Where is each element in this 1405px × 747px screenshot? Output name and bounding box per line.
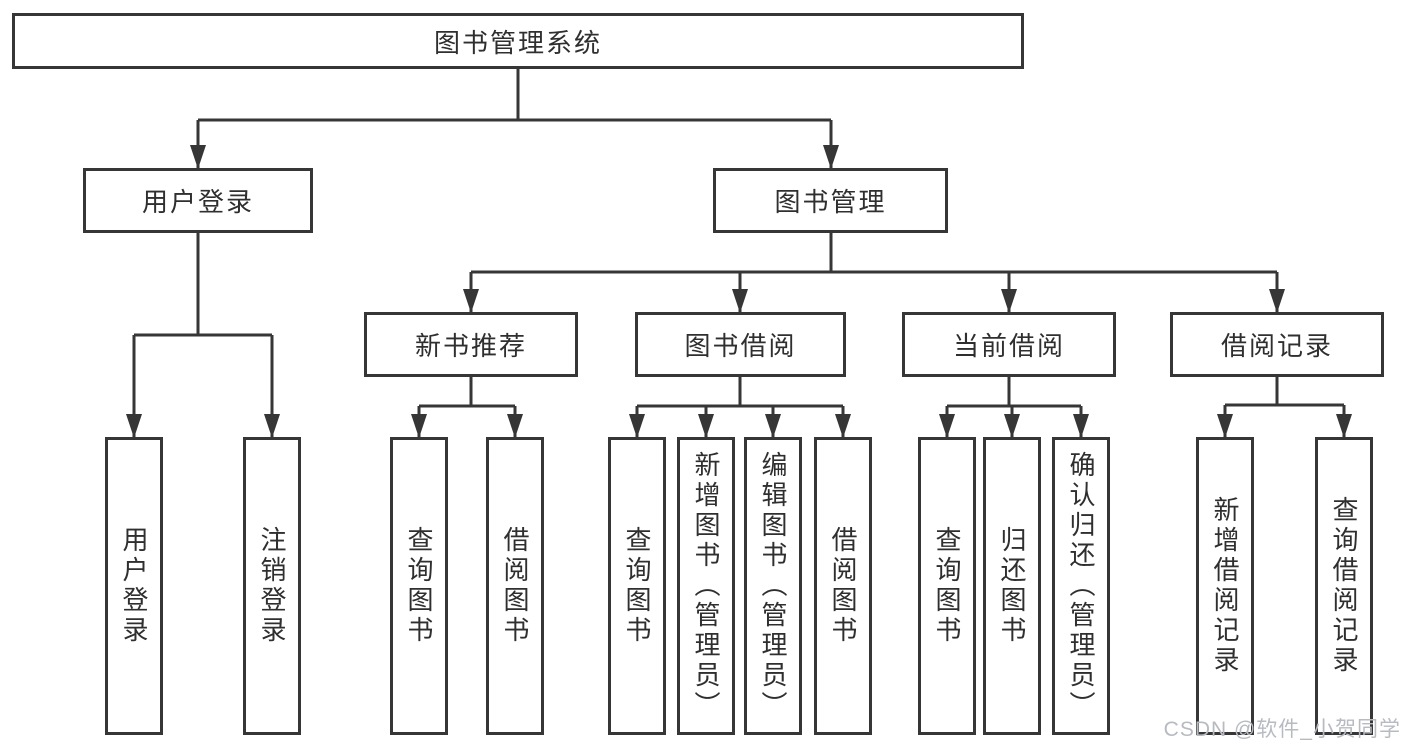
node-borrow-record: 借阅记录 [1170,312,1384,377]
leaf-borrow-book-newrec-label: 借阅图书 [500,526,530,646]
node-book-mgmt: 图书管理 [713,168,948,233]
leaf-query-book-borrow: 查询图书 [608,437,666,735]
node-new-book-rec-label: 新书推荐 [414,331,527,361]
node-book-borrow-label: 图书借阅 [684,331,797,361]
node-user-login: 用户登录 [83,168,313,233]
leaf-query-borrow-record: 查询借阅记录 [1315,437,1373,735]
connector-user-login-trunk [134,233,272,337]
leaf-query-book-newrec-label: 查询图书 [404,526,434,646]
leaf-query-book-current-label: 查询图书 [932,526,962,646]
leaf-query-book-borrow-label: 查询图书 [622,526,652,646]
connector-borrow-record-trunk [1225,377,1344,407]
node-current-borrow: 当前借阅 [902,312,1116,377]
node-user-login-label: 用户登录 [141,187,254,217]
leaf-borrow-book-newrec: 借阅图书 [486,437,544,735]
leaf-logout-label: 注销登录 [257,526,287,646]
node-borrow-record-label: 借阅记录 [1220,331,1333,361]
node-root: 图书管理系统 [12,13,1024,69]
node-book-mgmt-label: 图书管理 [774,187,887,217]
leaf-confirm-return-admin: 确认归还（管理员） [1052,437,1110,735]
node-new-book-rec: 新书推荐 [364,312,578,377]
connector-root-trunk [198,69,831,122]
connector-book-mgmt-trunk [471,233,1277,274]
leaf-borrow-book-label: 借阅图书 [828,526,858,646]
node-current-borrow-label: 当前借阅 [952,331,1065,361]
leaf-return-book: 归还图书 [983,437,1041,735]
leaf-return-book-label: 归还图书 [997,526,1027,646]
leaf-add-book-admin-label: 新增图书（管理员） [691,451,721,721]
leaf-add-borrow-record: 新增借阅记录 [1196,437,1254,735]
leaf-add-borrow-record-label: 新增借阅记录 [1210,496,1240,676]
leaf-query-borrow-record-label: 查询借阅记录 [1329,496,1359,676]
connector-current-borrow-trunk [947,377,1081,408]
connector-new-book-trunk [419,377,515,408]
leaf-add-book-admin: 新增图书（管理员） [677,437,735,735]
leaf-confirm-return-admin-label: 确认归还（管理员） [1066,451,1096,721]
connector-book-borrow-trunk [637,377,843,408]
leaf-logout: 注销登录 [243,437,301,735]
leaf-edit-book-admin-label: 编辑图书（管理员） [758,451,788,721]
csdn-watermark: CSDN @软件_小贺同学 [1163,718,1401,741]
leaf-query-book-current: 查询图书 [918,437,976,735]
leaf-borrow-book: 借阅图书 [814,437,872,735]
leaf-user-login-label: 用户登录 [119,526,149,646]
leaf-user-login: 用户登录 [105,437,163,735]
leaf-query-book-newrec: 查询图书 [390,437,448,735]
leaf-edit-book-admin: 编辑图书（管理员） [744,437,802,735]
node-root-label: 图书管理系统 [433,27,602,58]
node-book-borrow: 图书借阅 [635,312,846,377]
